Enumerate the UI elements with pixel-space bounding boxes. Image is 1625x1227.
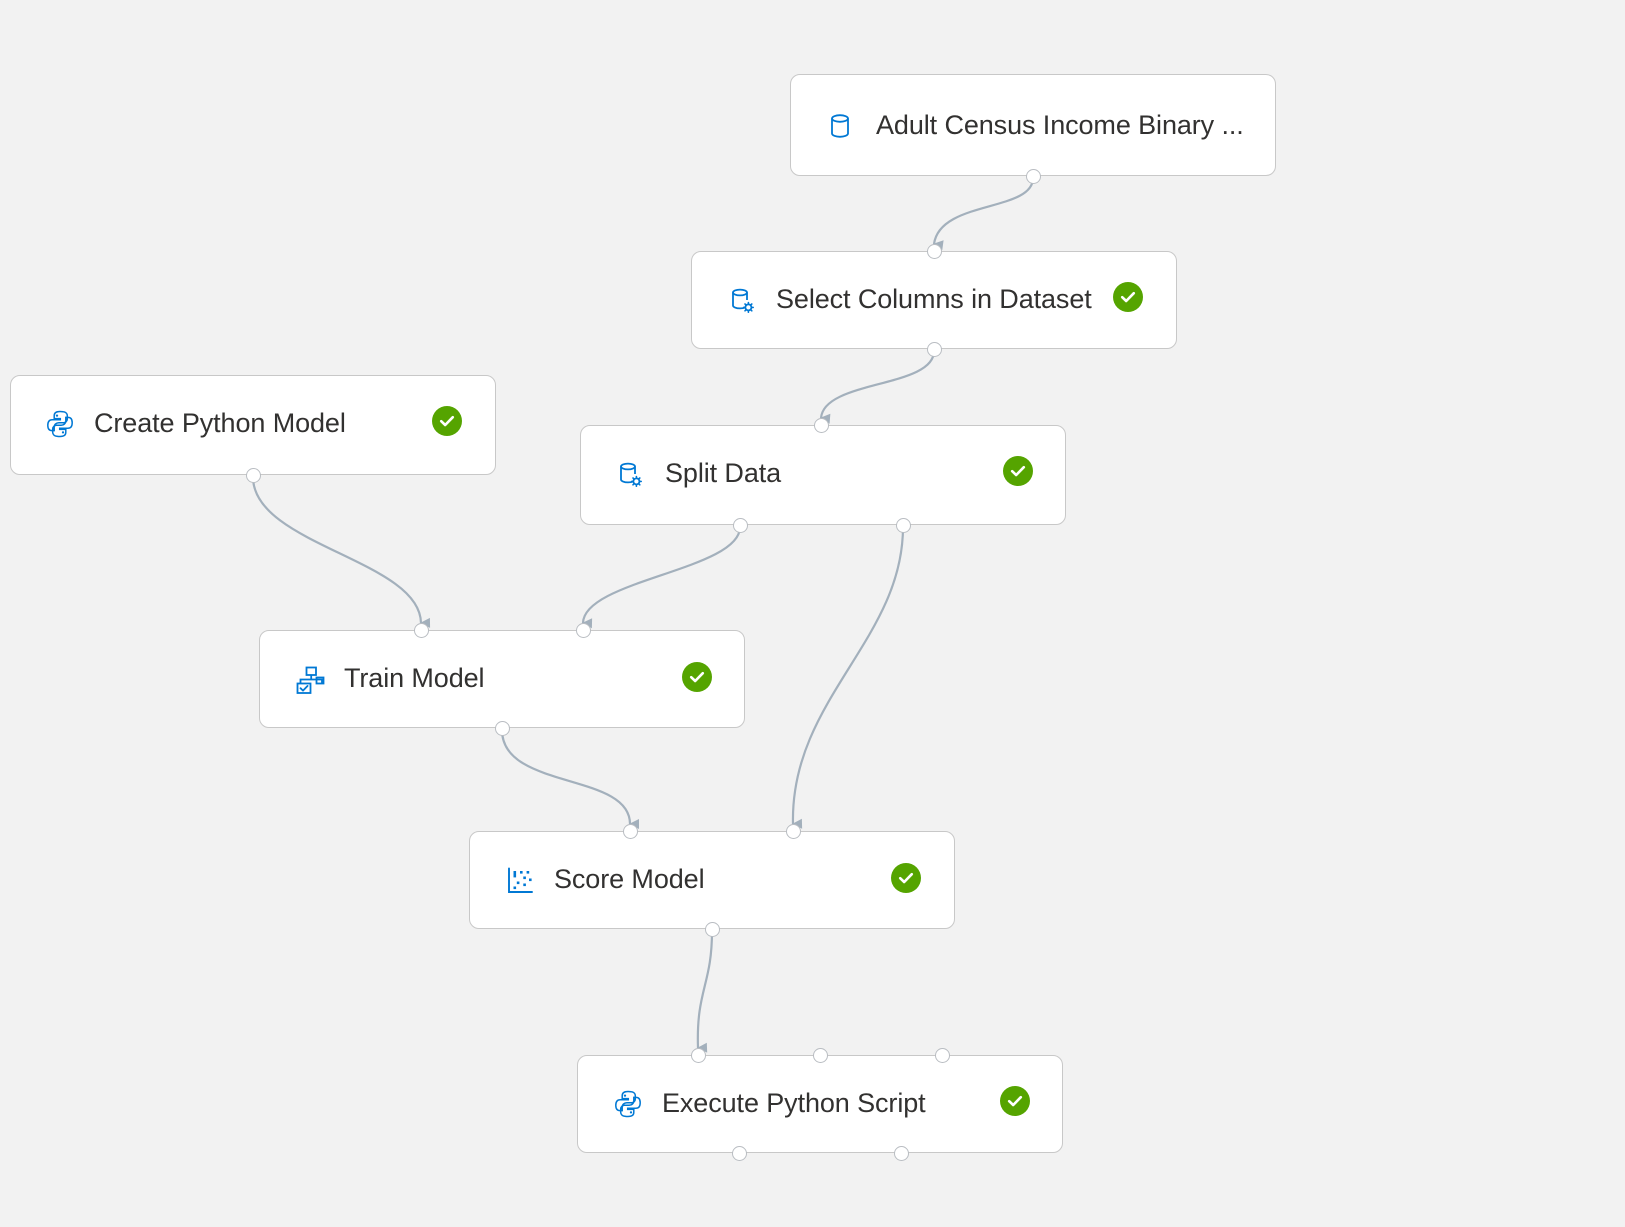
status-badge-select-columns — [1113, 282, 1143, 312]
node-title-score-model: Score Model — [554, 864, 705, 894]
output-port-execute-python-script-0[interactable] — [731, 1145, 747, 1161]
input-port-execute-python-script-1[interactable] — [812, 1047, 828, 1063]
python-icon — [610, 1086, 646, 1122]
input-port-score-model-1[interactable] — [785, 823, 801, 839]
input-port-train-model-0[interactable] — [413, 622, 429, 638]
node-title-dataset: Adult Census Income Binary ... — [876, 110, 1244, 140]
output-port-dataset-0[interactable] — [1025, 168, 1041, 184]
output-port-select-columns-0[interactable] — [926, 341, 942, 357]
status-badge-split-data — [1003, 456, 1033, 486]
output-port-split-data-1[interactable] — [895, 517, 911, 533]
edge-split-to-score[interactable] — [791, 526, 905, 829]
input-port-execute-python-script-2[interactable] — [934, 1047, 950, 1063]
score-model-icon — [502, 863, 538, 899]
node-title-train-model: Train Model — [344, 663, 485, 693]
node-title-select-columns: Select Columns in Dataset — [776, 284, 1092, 314]
edge-train-to-score[interactable] — [500, 729, 640, 829]
input-port-split-data-0[interactable] — [813, 417, 829, 433]
output-port-create-python-model-0[interactable] — [245, 467, 261, 483]
input-port-execute-python-script-0[interactable] — [690, 1047, 706, 1063]
split-data-icon — [612, 457, 648, 493]
input-port-score-model-0[interactable] — [622, 823, 638, 839]
edge-select-to-split[interactable] — [819, 350, 936, 424]
node-dataset[interactable] — [790, 74, 1276, 176]
node-split-data[interactable] — [580, 425, 1066, 525]
output-port-execute-python-script-1[interactable] — [893, 1145, 909, 1161]
input-port-select-columns-0[interactable] — [926, 243, 942, 259]
train-model-icon — [292, 662, 328, 698]
edge-create-to-train[interactable] — [251, 476, 431, 628]
node-title-execute-python-script: Execute Python Script — [662, 1088, 926, 1118]
node-score-model[interactable] — [469, 831, 955, 929]
edge-dataset-to-select[interactable] — [932, 177, 1035, 251]
python-icon — [42, 406, 78, 442]
output-port-train-model-0[interactable] — [494, 720, 510, 736]
node-train-model[interactable] — [259, 630, 745, 728]
input-port-train-model-1[interactable] — [575, 622, 591, 638]
edge-split-to-train[interactable] — [581, 526, 742, 629]
status-badge-score-model — [891, 863, 921, 893]
output-port-score-model-0[interactable] — [704, 921, 720, 937]
status-badge-create-python-model — [432, 406, 462, 436]
node-select-columns[interactable] — [691, 251, 1177, 349]
status-badge-execute-python-script — [1000, 1086, 1030, 1116]
node-title-split-data: Split Data — [665, 458, 782, 488]
node-title-create-python-model: Create Python Model — [94, 408, 346, 438]
select-columns-icon — [724, 283, 760, 319]
output-port-split-data-0[interactable] — [732, 517, 748, 533]
status-badge-train-model — [682, 662, 712, 692]
edge-score-to-execute[interactable] — [696, 930, 714, 1053]
dataset-icon — [822, 108, 858, 144]
